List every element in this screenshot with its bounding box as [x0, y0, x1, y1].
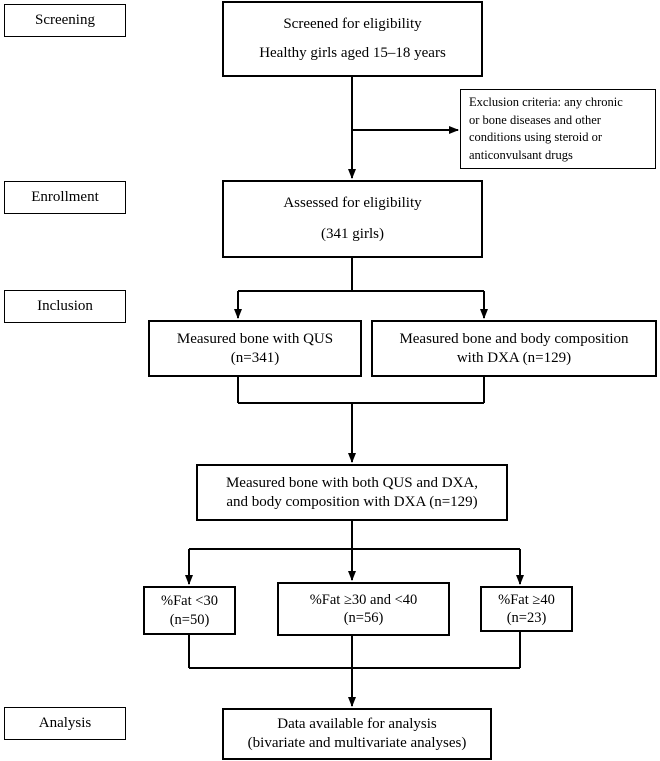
- screened-line-1: Screened for eligibility: [283, 16, 422, 33]
- qus-line-1: Measured bone with QUS: [176, 330, 334, 347]
- fat-high-line-2: (n=23): [506, 610, 547, 626]
- exclusion-line-4: anticonvulsant drugs: [469, 147, 573, 162]
- qus-box: Measured bone with QUS (n=341): [148, 320, 362, 377]
- fat-low-box: %Fat <30 (n=50): [143, 586, 236, 635]
- stage-enrollment-text: Enrollment: [31, 189, 99, 206]
- stage-label-enrollment: Enrollment: [4, 181, 126, 214]
- assessed-line-2: (341 girls): [321, 226, 384, 242]
- fat-high-box: %Fat ≥40 (n=23): [480, 586, 573, 632]
- fat-mid-box: %Fat ≥30 and <40 (n=56): [277, 582, 450, 636]
- stage-screening-text: Screening: [35, 12, 95, 29]
- assessed-line-1: Assessed for eligibility: [283, 195, 422, 212]
- dxa-box: Measured bone and body composition with …: [371, 320, 657, 377]
- analysis-box: Data available for analysis (bivariate a…: [222, 708, 492, 760]
- fat-high-line-1: %Fat ≥40: [498, 591, 555, 608]
- assessed-box: Assessed for eligibility (341 girls): [222, 180, 483, 258]
- screened-box: Screened for eligibility Healthy girls a…: [222, 1, 483, 77]
- exclusion-box: Exclusion criteria: any chronic or bone …: [460, 89, 656, 169]
- both-line-2: and body composition with DXA (n=129): [226, 493, 478, 510]
- both-line-1: Measured bone with both QUS and DXA,: [225, 474, 479, 491]
- stage-analysis-text: Analysis: [38, 715, 92, 732]
- stage-label-screening: Screening: [4, 4, 126, 37]
- both-box: Measured bone with both QUS and DXA, and…: [196, 464, 508, 521]
- screened-line-2: Healthy girls aged 15–18 years: [259, 45, 446, 61]
- exclusion-line-3: conditions using steroid or: [469, 130, 602, 144]
- fat-low-line-1: %Fat <30: [161, 593, 218, 610]
- analysis-line-1: Data available for analysis: [277, 716, 437, 733]
- exclusion-line-1: Exclusion criteria: any chronic: [469, 95, 623, 109]
- qus-line-2: (n=341): [230, 349, 280, 366]
- dxa-line-2: with DXA (n=129): [456, 349, 572, 366]
- fat-mid-line-2: (n=56): [343, 610, 384, 626]
- stage-inclusion-text: Inclusion: [37, 298, 93, 315]
- stage-label-analysis: Analysis: [4, 707, 126, 740]
- fat-mid-line-1: %Fat ≥30 and <40: [309, 591, 418, 608]
- stage-label-inclusion: Inclusion: [4, 290, 126, 323]
- analysis-line-2: (bivariate and multivariate analyses): [247, 735, 467, 751]
- fat-low-line-2: (n=50): [169, 611, 210, 628]
- dxa-line-1: Measured bone and body composition: [399, 330, 629, 347]
- exclusion-line-2: or bone diseases and other: [469, 112, 601, 127]
